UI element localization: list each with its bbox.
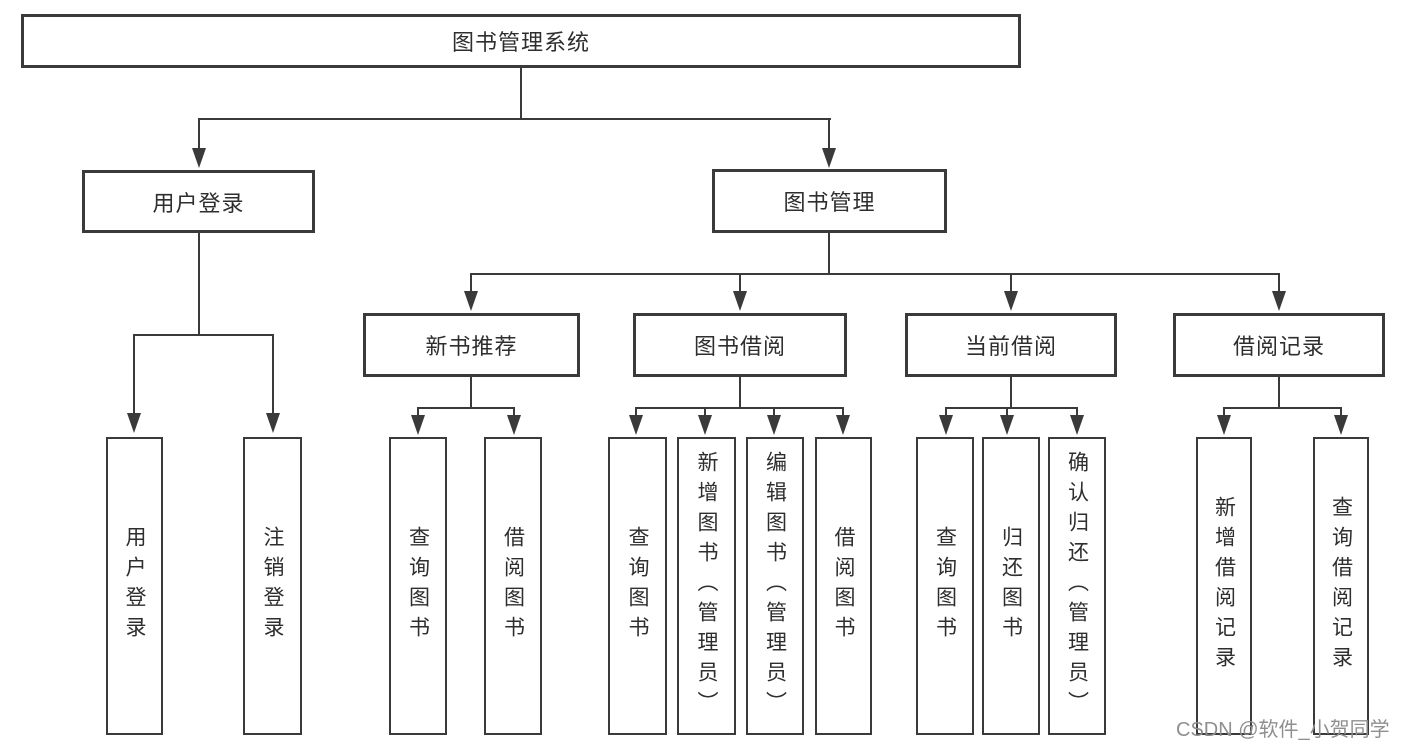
connector-line: [635, 407, 844, 409]
arrow-down: [192, 148, 206, 168]
node-book-management: 图书管理: [712, 169, 947, 233]
node-label: 当前借阅: [964, 334, 1057, 359]
node-label: 注销登录: [261, 526, 284, 646]
leaf-query-books-current: 查询图书: [916, 437, 974, 735]
connector-line: [470, 377, 472, 407]
connector-line: [739, 273, 741, 293]
leaf-edit-books-admin: 编辑图书（管理员）: [746, 437, 804, 735]
arrow-down: [629, 415, 643, 435]
node-label: 编辑图书（管理员）: [763, 451, 787, 721]
node-label: 确认归还（管理员）: [1065, 451, 1089, 721]
arrow-down: [1217, 415, 1231, 435]
leaf-return-books: 归还图书: [982, 437, 1040, 735]
node-library-management-system: 图书管理系统: [21, 14, 1021, 68]
arrow-down: [767, 415, 781, 435]
node-book-borrowing: 图书借阅: [633, 313, 847, 377]
connector-line: [1340, 407, 1342, 417]
connector-line: [470, 273, 1280, 275]
node-label: 查询图书: [626, 526, 649, 646]
node-label: 新书推荐: [425, 334, 518, 359]
leaf-user-login: 用户登录: [106, 437, 163, 735]
arrow-down: [1070, 415, 1084, 435]
node-label: 归还图书: [999, 526, 1023, 646]
arrow-down: [939, 415, 953, 435]
node-user-login: 用户登录: [82, 170, 315, 233]
leaf-borrow-books: 借阅图书: [815, 437, 872, 735]
leaf-query-books-recommend: 查询图书: [389, 437, 447, 735]
node-label: 借阅图书: [501, 526, 525, 646]
arrow-down: [411, 415, 425, 435]
arrow-down: [1000, 415, 1014, 435]
connector-line: [828, 233, 830, 273]
arrow-down: [127, 413, 141, 433]
node-label: 用户登录: [123, 526, 146, 646]
connector-line: [272, 334, 274, 415]
node-label: 新增借阅记录: [1212, 496, 1236, 676]
connector-line: [945, 407, 1078, 409]
node-label: 查询图书: [406, 526, 430, 646]
connector-line: [198, 233, 200, 334]
connector-line: [773, 407, 775, 417]
connector-line: [1010, 377, 1012, 407]
arrow-down: [698, 415, 712, 435]
arrow-down: [507, 415, 521, 435]
leaf-confirm-return-admin: 确认归还（管理员）: [1048, 437, 1106, 735]
connector-line: [1076, 407, 1078, 417]
connector-line: [1010, 273, 1012, 293]
leaf-borrow-books-recommend: 借阅图书: [484, 437, 542, 735]
connector-line: [520, 68, 522, 118]
connector-line: [1223, 407, 1225, 417]
node-label: 查询图书: [933, 526, 957, 646]
arrow-down: [464, 291, 478, 311]
arrow-down: [836, 415, 850, 435]
connector-line: [417, 407, 419, 417]
arrow-down: [266, 413, 280, 433]
node-label: 借阅图书: [832, 526, 855, 646]
node-label: 新增图书（管理员）: [695, 451, 718, 721]
leaf-logout: 注销登录: [243, 437, 302, 735]
connector-line: [198, 118, 200, 150]
connector-line: [133, 334, 274, 336]
node-current-borrowing: 当前借阅: [905, 313, 1117, 377]
leaf-add-books-admin: 新增图书（管理员）: [677, 437, 736, 735]
arrow-down: [1004, 291, 1018, 311]
connector-line: [1006, 407, 1008, 417]
node-label: 用户登录: [152, 190, 245, 216]
node-borrowing-records: 借阅记录: [1173, 313, 1385, 377]
connector-line: [470, 273, 472, 293]
node-label: 查询借阅记录: [1329, 496, 1353, 676]
leaf-query-books-borrowing: 查询图书: [608, 437, 667, 735]
leaf-add-borrow-record: 新增借阅记录: [1196, 437, 1252, 735]
connector-line: [417, 407, 515, 409]
connector-line: [828, 118, 830, 150]
node-label: 借阅记录: [1232, 334, 1325, 359]
connector-line: [842, 407, 844, 417]
connector-line: [635, 407, 637, 417]
connector-line: [133, 334, 135, 415]
node-label: 图书借阅: [693, 334, 786, 359]
connector-line: [704, 407, 706, 417]
connector-line: [739, 377, 741, 407]
connector-line: [945, 407, 947, 417]
connector-line: [513, 407, 515, 417]
connector-line: [1278, 273, 1280, 293]
arrow-down: [1272, 291, 1286, 311]
node-new-book-recommend: 新书推荐: [363, 313, 580, 377]
node-label: 图书管理系统: [451, 30, 590, 55]
csdn-watermark: CSDN @软件_小贺同学: [1176, 719, 1390, 741]
connector-line: [198, 118, 831, 120]
arrow-down: [822, 148, 836, 168]
connector-line: [1223, 407, 1342, 409]
arrow-down: [733, 291, 747, 311]
leaf-query-borrow-record: 查询借阅记录: [1313, 437, 1369, 735]
node-label: 图书管理: [783, 190, 876, 215]
arrow-down: [1334, 415, 1348, 435]
connector-line: [1278, 377, 1280, 407]
